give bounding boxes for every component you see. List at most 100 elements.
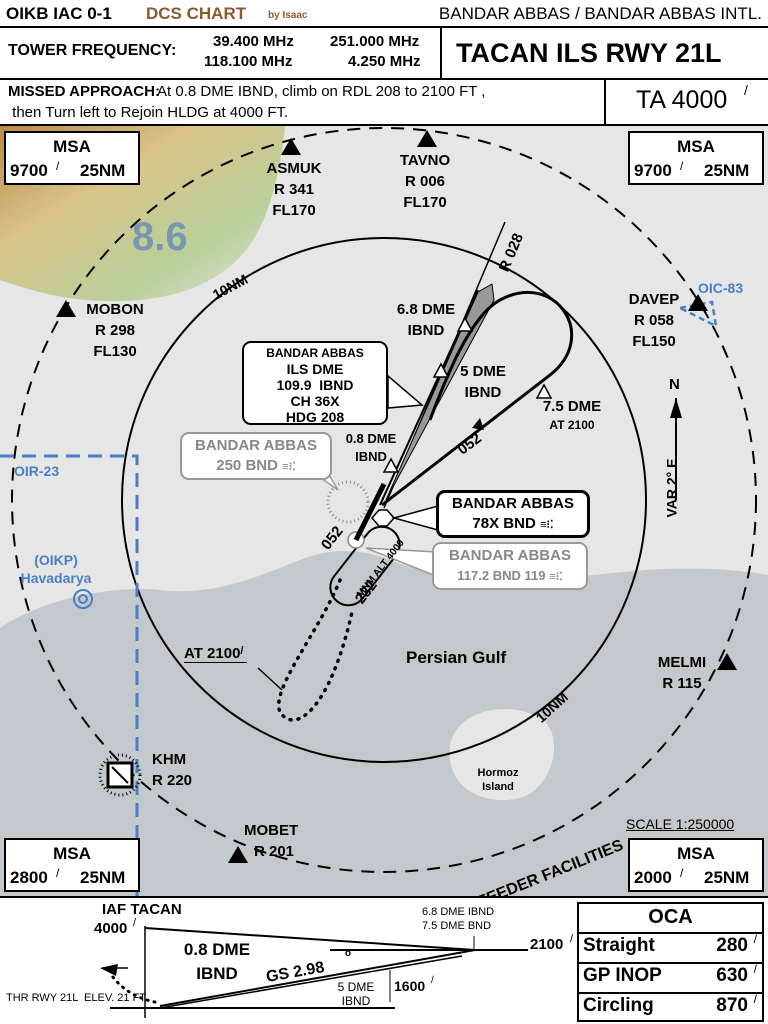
navaid-frequency: 250 BND bbox=[216, 457, 278, 474]
label-7-5-dme: 7.5 DME AT 2100 bbox=[532, 398, 612, 434]
fix-7-5-dme-marker bbox=[535, 383, 553, 399]
profile-glideslope-lower bbox=[159, 955, 463, 1009]
profile-gs-degree: o bbox=[345, 948, 352, 959]
oca-title: OCA bbox=[579, 906, 762, 934]
hold-altitude-label: AT 2100/ bbox=[184, 645, 248, 663]
airport-name: BANDAR ABBAS / BANDAR ABBAS INTL. bbox=[438, 4, 762, 23]
mobet-marker bbox=[228, 846, 248, 863]
runway-21l bbox=[353, 482, 387, 542]
dme-ident: IBND bbox=[355, 449, 387, 464]
havadarya-label: (OIKP) Havadarya bbox=[18, 551, 94, 587]
msa-distance: 25NM bbox=[80, 868, 126, 887]
course-arrow bbox=[472, 418, 484, 430]
vor-callout: BANDAR ABBAS 117.2 BND 119 ≡⁝⁚ bbox=[432, 542, 588, 590]
havadarya-outer bbox=[73, 589, 93, 609]
fix-level: FL150 bbox=[632, 333, 676, 350]
oca-feet-mark: / bbox=[753, 932, 757, 946]
ta-divider bbox=[604, 80, 606, 126]
navaid-name: BANDAR ABBAS bbox=[266, 346, 364, 360]
dme-ident: IBND bbox=[196, 964, 238, 983]
profile-0-8-dme: 0.8 DME IBND bbox=[172, 938, 262, 986]
profile-dme-7-5: 7.5 DME BND bbox=[422, 920, 492, 932]
morse-code: ≡⁝⁚ bbox=[549, 572, 563, 584]
missed-approach-label: MISSED APPROACH: bbox=[8, 83, 160, 100]
navaid-frequency: 109.9 IBND bbox=[276, 377, 354, 393]
label-5-dme: 5 DME IBND bbox=[448, 361, 518, 403]
navaid-frequency-row: 78X BND ≡⁝⁚ bbox=[439, 514, 587, 536]
dme-distance: 5 DME bbox=[460, 363, 506, 380]
melmi-marker bbox=[717, 653, 737, 670]
fix-level: FL170 bbox=[272, 202, 316, 219]
transition-altitude: TA 4000 bbox=[636, 86, 728, 114]
fix-name: DAVEP bbox=[628, 291, 680, 308]
asmuk-marker bbox=[281, 138, 301, 155]
holding-pattern bbox=[329, 525, 401, 607]
msa-distance: 25NM bbox=[80, 161, 126, 180]
island-name: Hormoz bbox=[477, 767, 519, 779]
oca-row-straight: Straight 280 / bbox=[579, 932, 762, 964]
feet-mark: / bbox=[240, 645, 244, 657]
msa-altitude: 2000 bbox=[634, 868, 672, 887]
oca-row-label: Straight bbox=[583, 935, 655, 956]
label-0-8-dme: 0.8 DME IBND bbox=[336, 430, 406, 466]
fix-radial: R 058 bbox=[633, 312, 675, 329]
missed-approach-line1: At 0.8 DME IBND, climb on RDL 208 to 210… bbox=[157, 83, 486, 100]
dme-ident: IBND bbox=[464, 384, 502, 401]
oca-row-value: 280 bbox=[716, 935, 748, 956]
profile-missed-arrow-head bbox=[100, 964, 118, 976]
oca-table: OCA Straight 280 / GP INOP 630 / Circlin… bbox=[577, 902, 764, 1022]
fix-radial: R 341 bbox=[273, 181, 315, 198]
msa-label: MSA bbox=[677, 137, 715, 156]
msa-feet-mark: / bbox=[56, 159, 60, 173]
oir23-boundary bbox=[0, 454, 139, 896]
dme-ident: IBND bbox=[341, 994, 371, 1008]
ndb-symbol bbox=[326, 480, 370, 524]
navaid-channel: CH 36X bbox=[290, 393, 340, 409]
approach-title: TACAN ILS RWY 21L bbox=[456, 38, 722, 68]
navaid-frequency: 78X BND bbox=[472, 515, 536, 532]
fix-radial: R 115 bbox=[662, 675, 702, 692]
north-arrow-head bbox=[670, 398, 682, 418]
profile-threshold-label: THR RWY 21L ELEV. 21 FT. bbox=[6, 992, 148, 1004]
profile-iaf-label: IAF TACAN bbox=[102, 901, 182, 918]
fix-name: KHM bbox=[152, 751, 187, 768]
morse-code: ≡⁝⁚ bbox=[539, 520, 554, 532]
profile-iaf-altitude: 4000 bbox=[94, 920, 128, 937]
fix-davep: DAVEP R 058 FL150 bbox=[616, 289, 692, 352]
sea-area bbox=[0, 551, 768, 896]
profile-altitude-1600: 1600 bbox=[394, 978, 426, 994]
navaid-frequency: 117.2 BND 119 bbox=[457, 568, 546, 583]
oic83-boundary bbox=[676, 300, 718, 329]
msa-box-bottom-left: MSA 2800 / 25NM bbox=[4, 838, 140, 892]
oca-row-label: GP INOP bbox=[583, 965, 662, 986]
dme-distance: 6.8 DME bbox=[396, 301, 456, 318]
oir23-label: OIR-23 bbox=[14, 463, 60, 479]
missed-approach-track bbox=[276, 578, 354, 722]
fix-name: MOBET bbox=[244, 822, 299, 839]
dme-ident: IBND bbox=[407, 322, 445, 339]
oic83-label: OIC-83 bbox=[698, 280, 744, 296]
navaid-frequency-row: 117.2 BND 119 ≡⁝⁚ bbox=[434, 566, 586, 588]
fix-tavno: TAVNO R 006 FL170 bbox=[385, 150, 465, 213]
oca-row-value: 870 bbox=[716, 995, 748, 1016]
fix-name: TAVNO bbox=[399, 152, 451, 169]
dme-altitude: AT 2100 bbox=[549, 418, 595, 432]
chart-id: OIKB IAC 0-1 bbox=[6, 4, 112, 23]
msa-label: MSA bbox=[53, 844, 91, 863]
navaid-name: BANDAR ABBAS bbox=[452, 495, 574, 512]
ils-dme-callout: BANDAR ABBAS ILS DME 109.9 IBND CH 36X H… bbox=[242, 341, 388, 425]
freq-4: 4.250 MHz bbox=[348, 53, 421, 70]
fix-mobet: MOBET R 201 bbox=[244, 820, 298, 862]
island-word: Island bbox=[482, 781, 514, 793]
tacan-symbol bbox=[371, 509, 395, 527]
oca-row-gp-inop: GP INOP 630 / bbox=[579, 962, 762, 994]
freq-3: 118.100 MHz bbox=[204, 53, 293, 70]
oca-row-label: Circling bbox=[583, 995, 654, 1016]
header-bar: OIKB IAC 0-1 DCS CHART by Isaac BANDAR A… bbox=[0, 0, 768, 28]
missed-approach-line2: then Turn left to Rejoin HLDG at 4000 FT… bbox=[8, 104, 289, 121]
fix-level: FL170 bbox=[403, 194, 447, 211]
profile-glideslope-upper bbox=[159, 949, 476, 1007]
hormoz-island-label: Hormoz Island bbox=[466, 766, 530, 794]
profile-view bbox=[100, 926, 528, 1018]
fix-radial: R 201 bbox=[254, 843, 295, 860]
